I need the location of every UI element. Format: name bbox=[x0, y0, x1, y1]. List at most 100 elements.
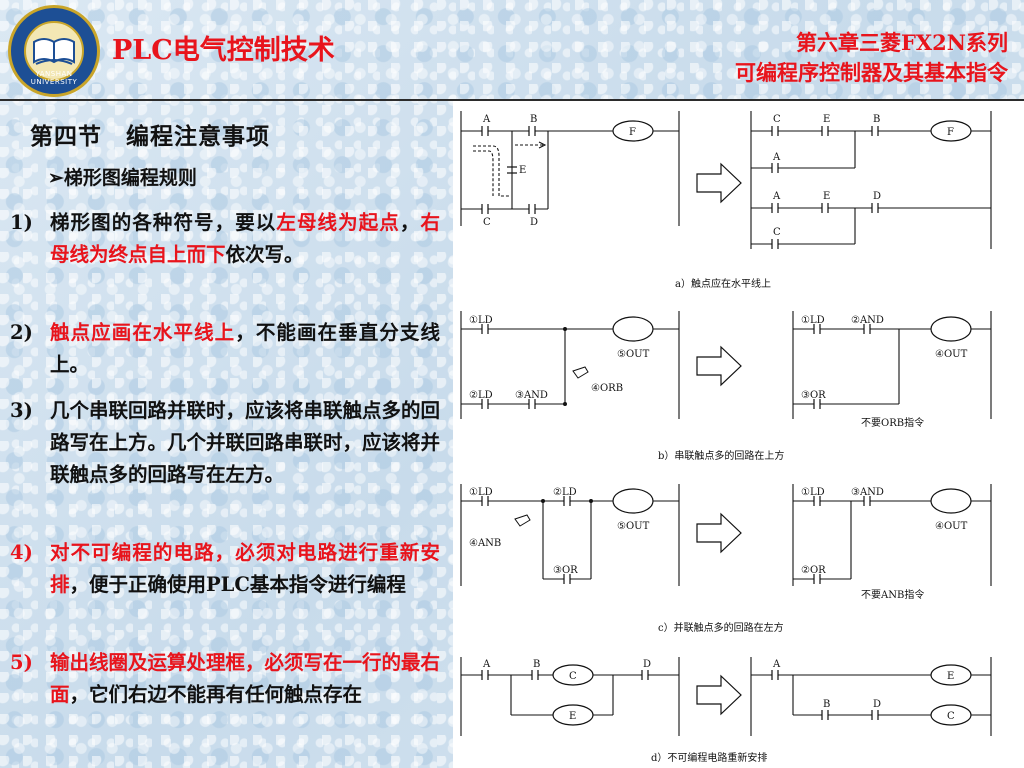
label-c-left-ld1: ①LD bbox=[469, 487, 493, 498]
rule-text-highlight: 对不可编程的电路，必须对电路进行重新安排 bbox=[50, 541, 440, 596]
label-b-left-out: ⑤OUT bbox=[617, 349, 650, 360]
rule-text-part: 依次写。 bbox=[225, 243, 304, 266]
label-a-left-C: C bbox=[483, 217, 491, 228]
label-b-right-out: ④OUT bbox=[935, 349, 968, 360]
diagram-labels: A B C D E F C E B A A E D C F a）触点应在水平线上… bbox=[469, 114, 968, 764]
rule-text-highlight: 左母线为起点 bbox=[276, 211, 400, 234]
arrow-right-icon bbox=[696, 513, 742, 553]
label-c-right-or: ②OR bbox=[801, 565, 826, 576]
label-c-right-out: ④OUT bbox=[935, 521, 968, 532]
label-b-left-and: ③AND bbox=[515, 390, 548, 401]
label-d-left-C: C bbox=[569, 671, 577, 682]
arrow-right-icon bbox=[696, 675, 742, 715]
label-d-left-E: E bbox=[569, 711, 576, 722]
slide-header: YANSHAN UNIVERSITY PLC电气控制技术 第六章三菱FX2N系列… bbox=[0, 0, 1024, 101]
output-coils bbox=[552, 120, 972, 726]
rule-text: 输出线圈及运算处理框，必须写在一行的最右面，它们右边不能再有任何触点存在 bbox=[50, 647, 440, 711]
rule-text-part: ，便于正确使用PLC基本指令进行编程 bbox=[69, 573, 406, 596]
contacts bbox=[481, 125, 879, 721]
label-a-left-B: B bbox=[530, 114, 537, 125]
diagram-a-right bbox=[750, 111, 992, 249]
label-a-right-B: B bbox=[873, 114, 880, 125]
label-a-left-A: A bbox=[482, 114, 491, 125]
label-c-left-out: ⑤OUT bbox=[617, 521, 650, 532]
label-a-right-D2: D bbox=[873, 191, 881, 202]
caption-b: b）串联触点多的回路在上方 bbox=[658, 449, 784, 462]
label-c-right-ld1: ①LD bbox=[801, 487, 825, 498]
university-logo: YANSHAN UNIVERSITY bbox=[8, 5, 100, 97]
label-a-right-E: E bbox=[823, 114, 830, 125]
label-d-right-A: A bbox=[772, 659, 781, 670]
rule-number: 5) bbox=[10, 651, 33, 674]
caption-a: a）触点应在水平线上 bbox=[675, 277, 771, 290]
subsection-title: ➢梯形图编程规则 bbox=[48, 163, 197, 190]
label-a-left-E: E bbox=[519, 165, 526, 176]
rule-number: 4) bbox=[10, 541, 33, 564]
label-b-right-and: ②AND bbox=[851, 315, 884, 326]
chapter-line-1: 第六章三菱FX2N系列 bbox=[795, 30, 1008, 55]
rule-text-highlight: 右母线为终点自上而下 bbox=[50, 211, 440, 266]
label-b-left-ld1: ①LD bbox=[469, 315, 493, 326]
label-c-right-and: ③AND bbox=[851, 487, 884, 498]
contact-gaps bbox=[482, 125, 878, 721]
label-a-left-D: D bbox=[530, 217, 538, 228]
label-a-right-C2: C bbox=[773, 227, 781, 238]
label-d-right-C: C bbox=[947, 711, 955, 722]
rule-number: 2) bbox=[10, 321, 33, 344]
rule-5: 5) 输出线圈及运算处理框，必须写在一行的最右面，它们右边不能再有任何触点存在 bbox=[10, 647, 440, 711]
logo-text: YANSHAN UNIVERSITY bbox=[30, 70, 78, 86]
rule-1: 1) 梯形图的各种符号，要以左母线为起点，右母线为终点自上而下依次写。 bbox=[10, 207, 440, 271]
rule-text-highlight: 输出线圈及运算处理框，必须写在一行的最右面 bbox=[50, 651, 441, 706]
arrow-right-icon bbox=[696, 163, 742, 203]
rule-text-part: 几个串联回路并联时，应该将串联触点多的回路写在上方。几个并联回路串联时，应该将并… bbox=[50, 399, 441, 486]
label-a-right-A2: A bbox=[772, 191, 781, 202]
open-book-icon bbox=[33, 38, 75, 65]
label-d-right-E: E bbox=[947, 671, 954, 682]
caption-c: c）并联触点多的回路在左方 bbox=[658, 621, 784, 634]
rule-text-part: ，不能画在垂直分支线上。 bbox=[50, 321, 440, 376]
label-a-right-C: C bbox=[773, 114, 781, 125]
label-c-right-note: 不要ANB指令 bbox=[861, 588, 924, 601]
chapter-line-2: 可编程序控制器及其基本指令 bbox=[735, 60, 1008, 85]
arrow-right-icon bbox=[696, 346, 742, 386]
subsection-label: 梯形图编程规则 bbox=[63, 167, 197, 189]
label-d-left-A: A bbox=[482, 659, 491, 670]
label-d-right-B: B bbox=[823, 699, 830, 710]
label-c-left-ld2: ②LD bbox=[553, 487, 577, 498]
label-b-right-ld1: ①LD bbox=[801, 315, 825, 326]
caption-d: d）不可编程电路重新安排 bbox=[651, 751, 767, 764]
course-title: PLC电气控制技术 bbox=[112, 35, 335, 66]
book-icon bbox=[24, 21, 84, 81]
label-a-right-E2: E bbox=[823, 191, 830, 202]
rule-4: 4) 对不可编程的电路，必须对电路进行重新安排，便于正确使用PLC基本指令进行编… bbox=[10, 537, 440, 601]
arrow-bullet-icon: ➢ bbox=[48, 167, 64, 189]
ladder-diagram-figure: A B C D E F C E B A A E D C F a）触点应在水平线上… bbox=[453, 101, 1024, 768]
label-b-right-note: 不要ORB指令 bbox=[861, 416, 924, 429]
rule-number: 3) bbox=[10, 399, 33, 422]
label-b-left-ld2: ②LD bbox=[469, 390, 493, 401]
label-d-left-B: B bbox=[533, 659, 540, 670]
diagram-d-right bbox=[750, 657, 992, 736]
rule-text: 对不可编程的电路，必须对电路进行重新安排，便于正确使用PLC基本指令进行编程 bbox=[50, 537, 440, 601]
rule-3: 3) 几个串联回路并联时，应该将串联触点多的回路写在上方。几个并联回路串联时，应… bbox=[10, 395, 440, 491]
ladder-diagram-svg: A B C D E F C E B A A E D C F a）触点应在水平线上… bbox=[460, 111, 992, 764]
pointing-hand-icon bbox=[514, 366, 589, 527]
chapter-title: 第六章三菱FX2N系列 可编程序控制器及其基本指令 bbox=[588, 28, 1008, 88]
rule-number: 1) bbox=[10, 211, 33, 234]
label-a-right-F: F bbox=[947, 127, 954, 138]
label-d-left-D: D bbox=[643, 659, 651, 670]
label-b-left-orb: ④ORB bbox=[591, 383, 623, 394]
label-a-right-A: A bbox=[772, 152, 781, 163]
label-b-right-or: ③OR bbox=[801, 390, 826, 401]
rule-text-part: ， bbox=[399, 211, 421, 234]
label-d-right-D: D bbox=[873, 699, 881, 710]
rule-text-part: ，它们右边不能再有任何触点存在 bbox=[69, 683, 363, 706]
rule-text-highlight: 触点应画在水平线上 bbox=[50, 321, 236, 344]
rule-2: 2) 触点应画在水平线上，不能画在垂直分支线上。 bbox=[10, 317, 440, 381]
rule-text: 触点应画在水平线上，不能画在垂直分支线上。 bbox=[50, 317, 440, 381]
label-c-left-or: ③OR bbox=[553, 565, 578, 576]
diagram-d-left bbox=[460, 657, 680, 736]
rule-text-part: 梯形图的各种符号，要以 bbox=[50, 211, 277, 234]
section-title: 第四节 编程注意事项 bbox=[30, 123, 270, 150]
rules-panel: 第四节 编程注意事项 ➢梯形图编程规则 1) 梯形图的各种符号，要以左母线为起点… bbox=[0, 101, 452, 768]
